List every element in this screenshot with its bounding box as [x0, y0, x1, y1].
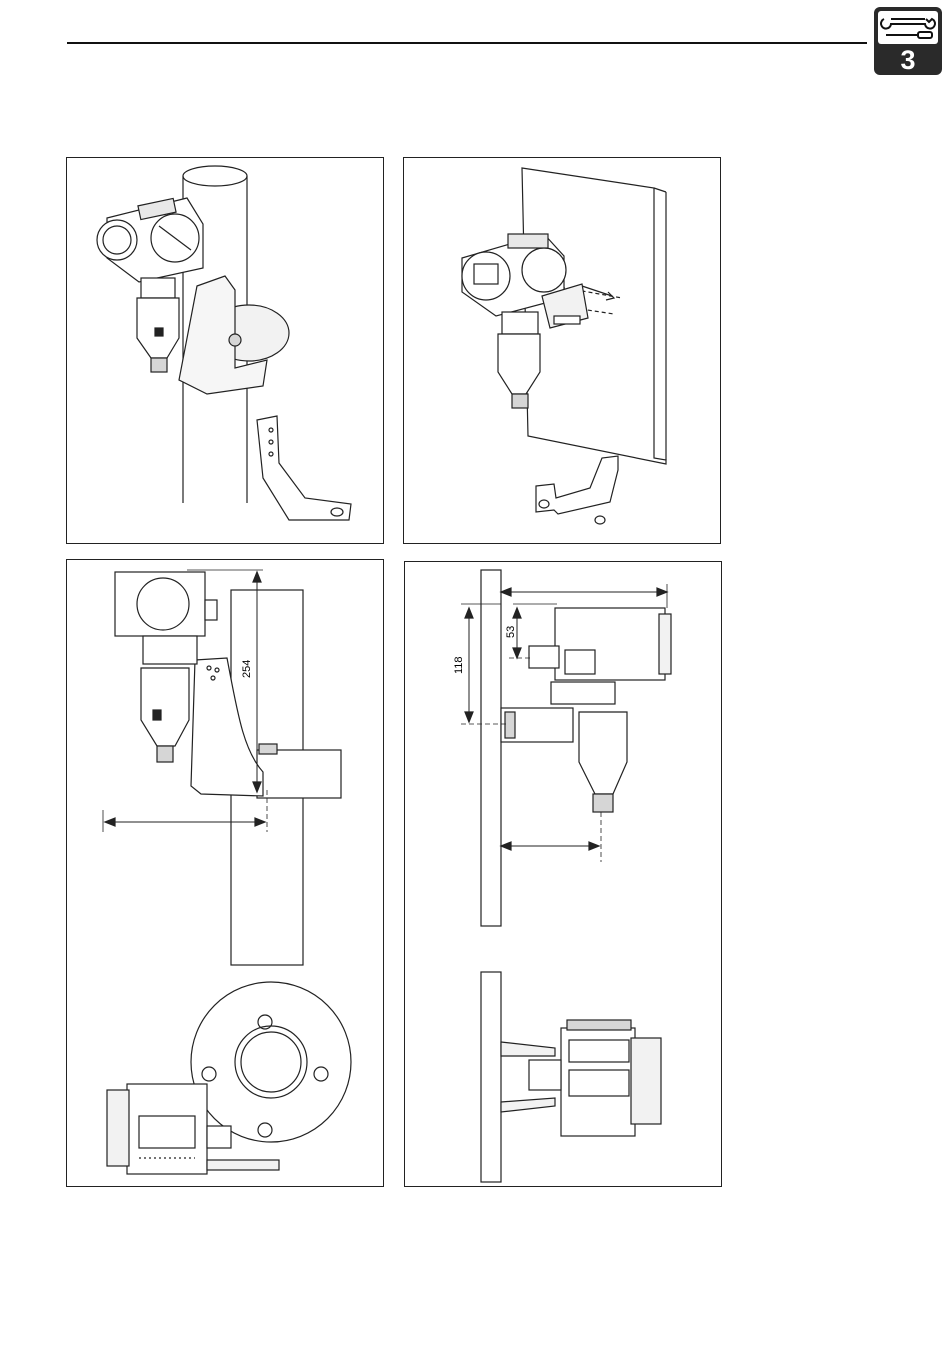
- figure-wall-mount: [403, 157, 721, 544]
- header-rule: [67, 42, 867, 44]
- chapter-number: 3: [874, 45, 942, 75]
- dimension-label-254: 254: [241, 660, 253, 678]
- figure-pipe-mount-dimensions: 254: [66, 559, 384, 1187]
- transmitter-wall-mount-illustration: [404, 158, 722, 545]
- transmitter-pipe-mount-illustration: [67, 158, 385, 545]
- figure-pipe-mount: [66, 157, 384, 544]
- dimension-label-118: 118: [453, 656, 465, 674]
- chapter-badge: 3: [874, 7, 942, 75]
- pipe-mount-dimension-drawing: [67, 560, 385, 1188]
- dimension-label-53: 53: [505, 626, 517, 638]
- figure-wall-mount-dimensions: 118 53: [404, 561, 722, 1187]
- wrench-screwdriver-icon: [878, 11, 938, 44]
